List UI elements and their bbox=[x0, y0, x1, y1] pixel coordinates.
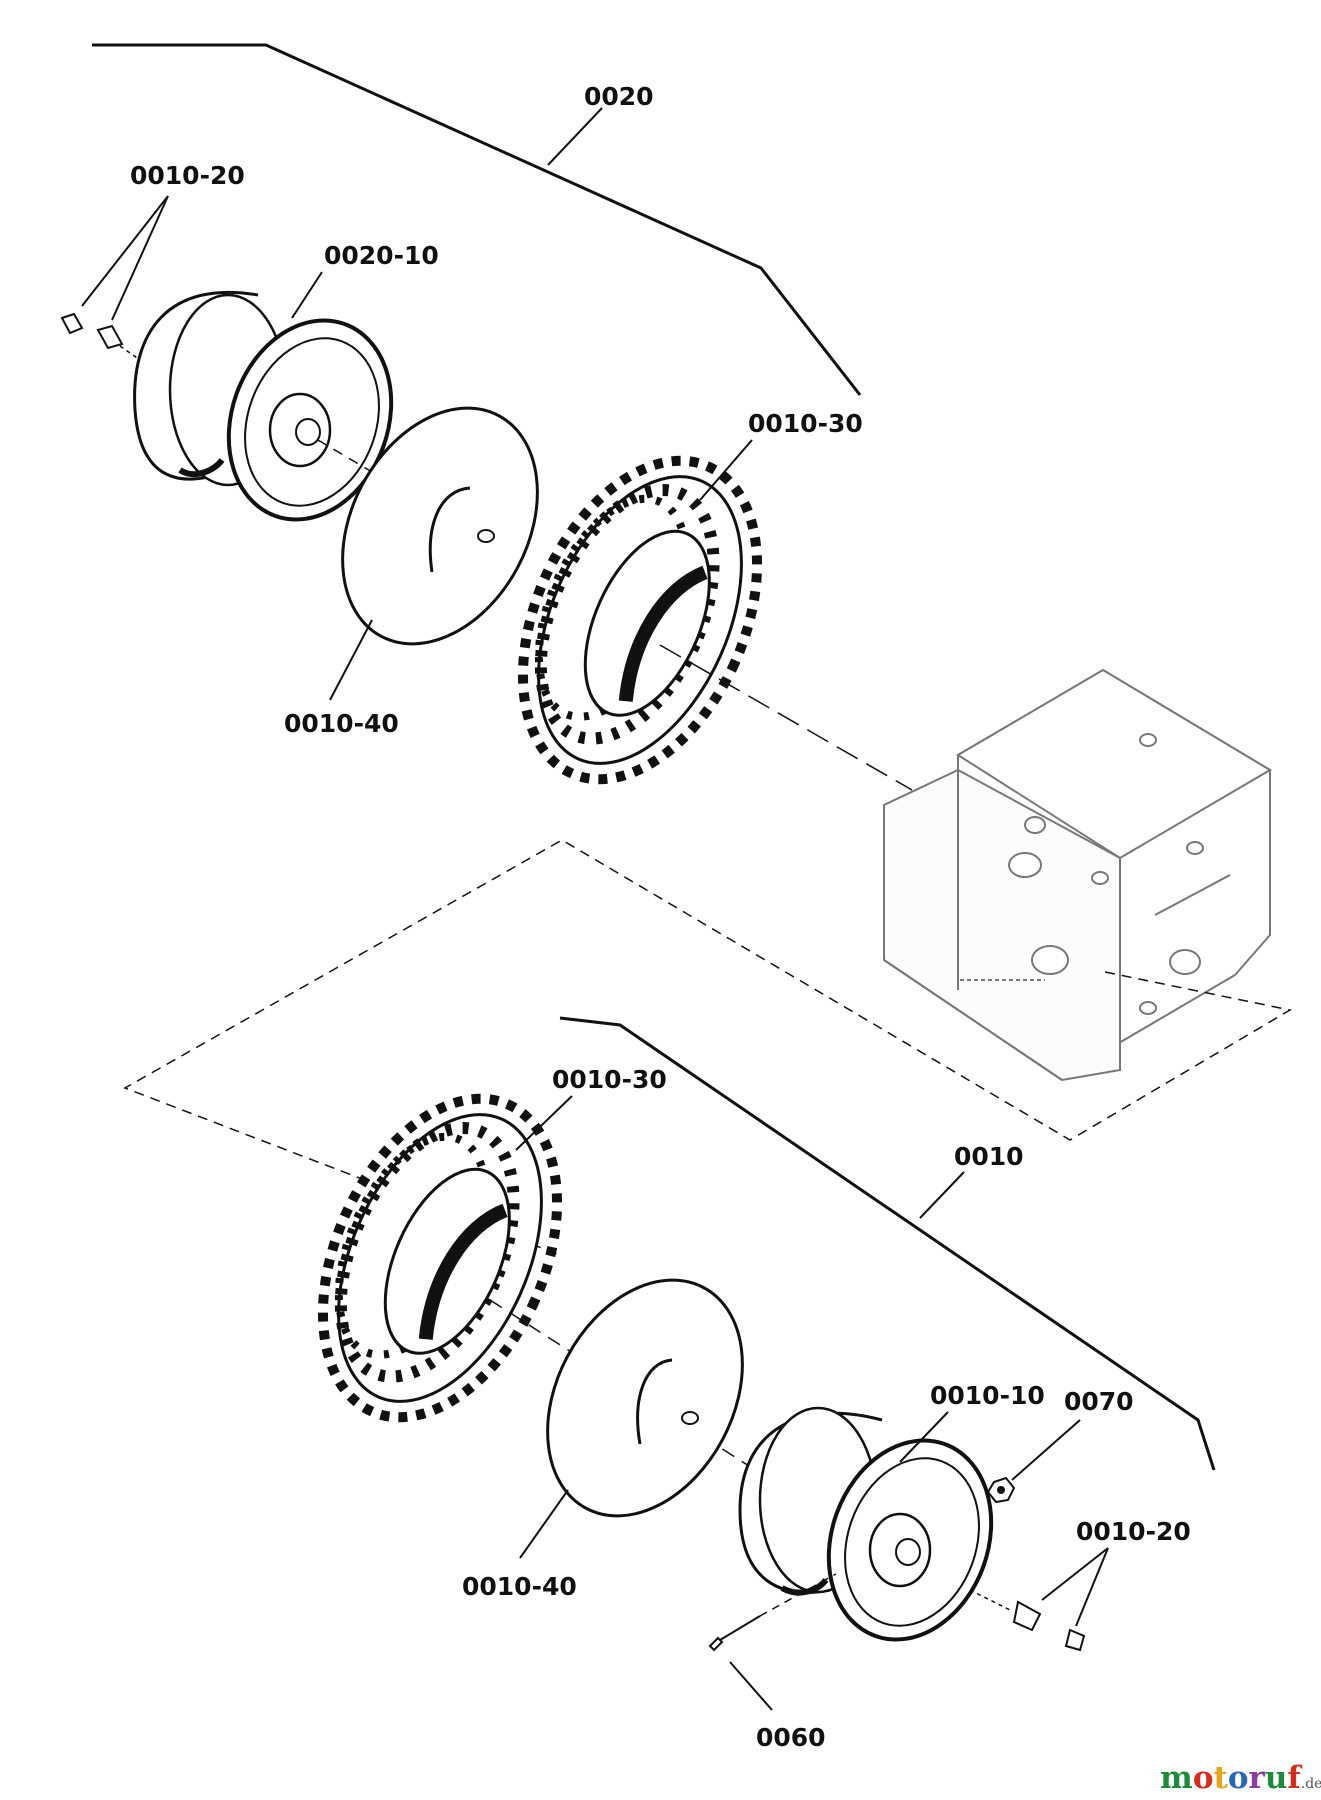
top-rim-leader bbox=[291, 271, 323, 319]
watermark-suffix: .de bbox=[1301, 1776, 1321, 1792]
top-valve-leader-1 bbox=[81, 195, 169, 307]
top-valve-stem bbox=[60, 312, 141, 361]
top-group-leader bbox=[547, 107, 603, 166]
bottom-tire bbox=[277, 1062, 604, 1454]
bottom-group-bracket bbox=[559, 1016, 1216, 1471]
bottom-group-label: 0010 bbox=[954, 1142, 1024, 1171]
frame-connection-outline bbox=[123, 839, 1293, 1256]
svg-text:motoruf.de: motoruf.de bbox=[1160, 1760, 1321, 1796]
top-tube-label: 0010-40 bbox=[284, 709, 399, 738]
top-wheel-assembly: 0020 0010-20 0020-10 bbox=[60, 43, 913, 816]
bottom-group-leader bbox=[919, 1171, 965, 1219]
watermark-logo: motoruf.de bbox=[1160, 1760, 1321, 1796]
watermark-letter: r bbox=[1249, 1760, 1266, 1796]
top-valve-leader-2 bbox=[111, 195, 169, 321]
bottom-rim-label: 0010-10 bbox=[930, 1381, 1045, 1410]
bottom-nut-label: 0070 bbox=[1064, 1387, 1134, 1416]
bottom-nut bbox=[986, 1476, 1016, 1504]
bottom-rim-leader bbox=[899, 1411, 949, 1463]
top-rim bbox=[133, 290, 394, 522]
bottom-valve-leader-2 bbox=[1075, 1547, 1109, 1627]
bottom-valve-label: 0010-20 bbox=[1076, 1517, 1191, 1546]
bottom-valve-stem bbox=[969, 1589, 1086, 1652]
top-tire-label: 0010-30 bbox=[748, 409, 863, 438]
watermark-letter: t bbox=[1214, 1760, 1229, 1796]
bottom-bolt bbox=[708, 1573, 837, 1652]
top-group-bracket bbox=[92, 43, 862, 396]
bottom-valve-leader-1 bbox=[1041, 1547, 1109, 1601]
watermark-letter: o bbox=[1228, 1760, 1249, 1796]
watermark-letter: u bbox=[1265, 1760, 1288, 1796]
bottom-tire-leader bbox=[515, 1095, 573, 1151]
bottom-inner-tube bbox=[546, 1278, 744, 1518]
top-valve-label: 0010-20 bbox=[130, 161, 245, 190]
top-inner-tube bbox=[341, 406, 539, 646]
watermark-letter: o bbox=[1193, 1760, 1214, 1796]
bottom-tube-label: 0010-40 bbox=[462, 1572, 577, 1601]
watermark-letter: m bbox=[1160, 1760, 1193, 1796]
top-axle-to-frame bbox=[659, 644, 913, 791]
bottom-nut-leader bbox=[1011, 1419, 1081, 1481]
bottom-tire-label: 0010-30 bbox=[552, 1065, 667, 1094]
watermark-letter: f bbox=[1287, 1760, 1302, 1796]
chassis-frame bbox=[883, 668, 1272, 1082]
top-tube-leader bbox=[329, 619, 373, 701]
bottom-bolt-leader bbox=[729, 1661, 773, 1711]
bottom-tube-leader bbox=[519, 1489, 569, 1559]
bottom-bolt-label: 0060 bbox=[756, 1723, 826, 1752]
top-tire bbox=[477, 424, 804, 816]
bottom-wheel-assembly: 0010 0010-30 0010-40 00 bbox=[277, 1016, 1216, 1752]
top-rim-label: 0020-10 bbox=[324, 241, 439, 270]
bottom-rim bbox=[738, 1406, 994, 1642]
top-group-label: 0020 bbox=[584, 82, 654, 111]
top-tire-leader bbox=[699, 439, 753, 501]
